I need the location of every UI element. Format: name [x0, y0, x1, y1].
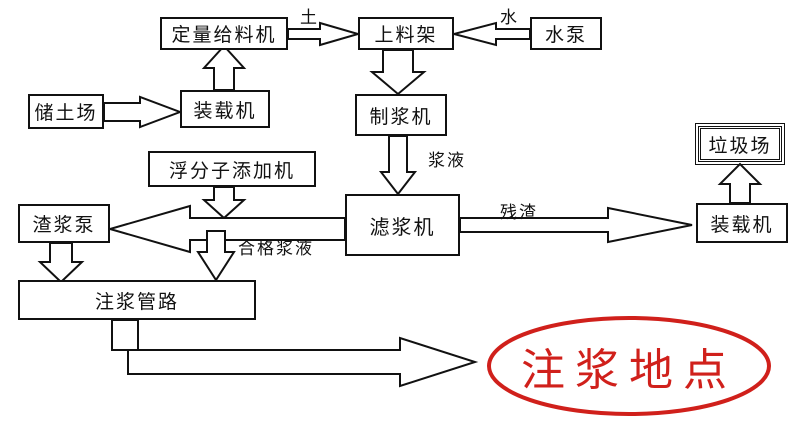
- arrow-rack-to-pulper: [369, 49, 427, 96]
- dosing-feeder-box: 定量给料机: [160, 17, 288, 50]
- grouting-site-label: 注浆地点: [521, 345, 737, 396]
- loader-left-box: 装载机: [180, 90, 270, 128]
- soil-storage-box: 储土场: [28, 94, 104, 129]
- arrow-pump-to-rack: [450, 21, 531, 47]
- flotation-additive-box: 浮分子添加机: [148, 151, 316, 187]
- residue-label: 残渣: [500, 203, 538, 223]
- slurry-filter-box: 滤浆机: [345, 194, 460, 256]
- arrow-pulper-to-filter: [378, 135, 418, 196]
- pulping-machine-box: 制浆机: [355, 94, 447, 136]
- waste-yard-box: 垃圾场: [695, 123, 785, 165]
- slurry-label: 浆液: [428, 151, 466, 171]
- arrow-loader-to-feeder: [201, 44, 247, 91]
- water-pump-box: 水泵: [530, 17, 602, 50]
- qualified-slurry-label: 合格浆液: [238, 239, 314, 259]
- target-ellipse: [487, 316, 771, 416]
- loader-right-box: 装载机: [696, 203, 788, 243]
- arrow-additive-to-line: [201, 186, 247, 220]
- arrow-filter-to-loader-right: [459, 206, 693, 244]
- residue-pump-box: 渣浆泵: [18, 204, 110, 243]
- arrow-qualified-to-pipeline: [196, 230, 236, 282]
- loading-rack-box: 上料架: [358, 17, 454, 50]
- soil-label: 土: [300, 8, 319, 28]
- arrow-loader-to-waste: [717, 162, 763, 204]
- arrow-feeder-to-rack: [287, 21, 362, 47]
- water-label: 水: [500, 8, 519, 28]
- arrow-storage-to-loader: [103, 95, 183, 129]
- grouting-pipeline-box: 注浆管路: [18, 280, 256, 320]
- arrow-residue-pump-to-pipeline: [37, 242, 85, 284]
- arrow-pipeline-to-site: [111, 319, 479, 388]
- arrow-filter-to-residue-pump: [106, 204, 346, 254]
